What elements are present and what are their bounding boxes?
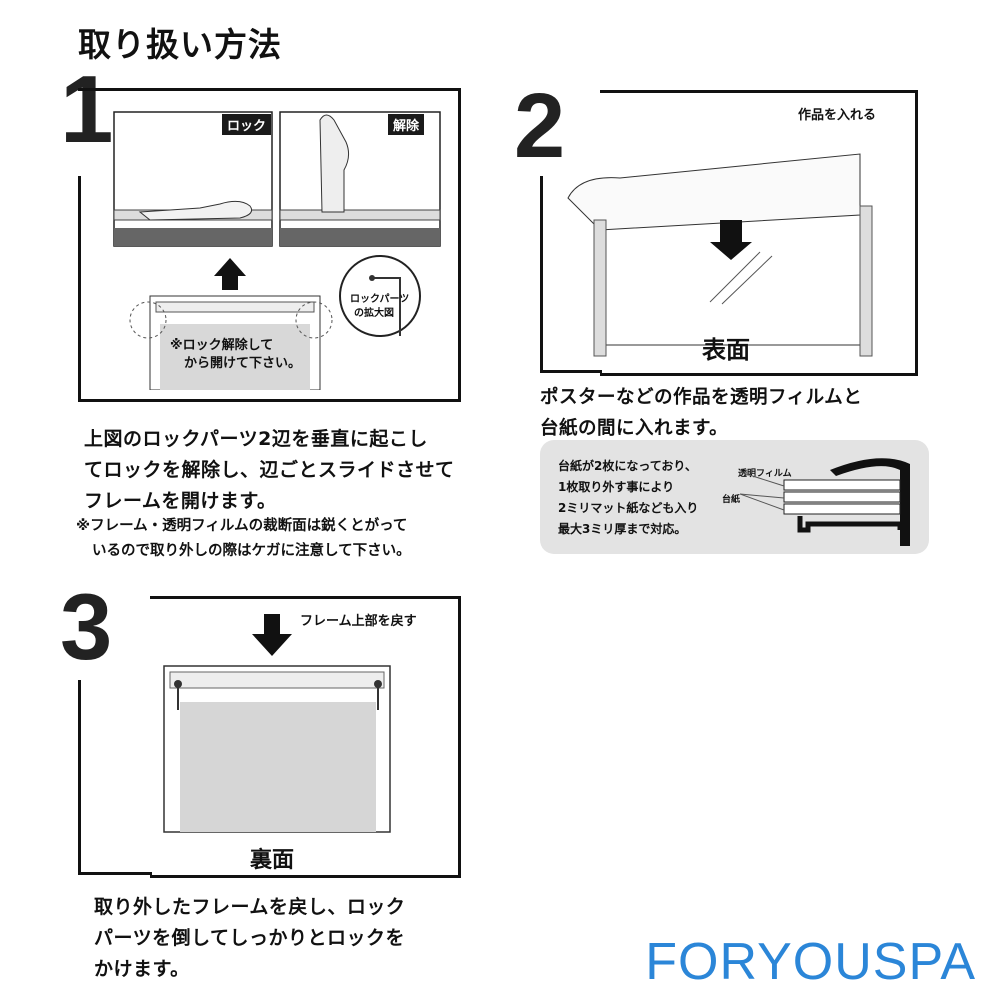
step-3-panel xyxy=(150,596,461,878)
down-arrow-icon xyxy=(710,220,752,260)
return-label: フレーム上部を戻す xyxy=(300,614,417,629)
front-label: 表面 xyxy=(702,336,750,364)
step-1-note: ※フレーム・透明フィルムの裁断面は鋭くとがって いるので取り外しの際はケガに注意… xyxy=(76,518,411,559)
step-1-panel xyxy=(78,88,461,402)
step-2-description: ポスターなどの作品を透明フィルムと 台紙の間に入れます。 xyxy=(540,387,863,439)
step-2-illustration xyxy=(567,153,873,357)
zoom-label-1: ロックパーツ xyxy=(350,294,410,305)
cross-section-illustration xyxy=(740,458,910,546)
up-arrow-icon xyxy=(214,258,246,290)
step-3-description: 取り外したフレームを戻し、ロック パーツを倒してしっかりとロックを かけます。 xyxy=(94,896,406,980)
film-label: 透明フィルム xyxy=(738,469,792,479)
frame-sketch xyxy=(129,295,333,390)
info-box-text: 台紙が2枚になっており、 1枚取り外す事により 2ミリマット紙なども入り 最大3… xyxy=(558,459,699,536)
lock-tag: ロック xyxy=(222,114,272,135)
unlock-detail xyxy=(279,111,441,247)
page-title: 取り扱い方法 xyxy=(78,25,282,64)
step-1-description: 上図のロックパーツ2辺を垂直に起こし てロックを解除し、辺ごとスライドさせて フ… xyxy=(84,428,455,512)
unlock-hint-2: から開けて下さい。 xyxy=(184,356,302,371)
step-1-number: 1 xyxy=(60,56,114,163)
insert-label: 作品を入れる xyxy=(798,108,877,123)
step-1-illustration xyxy=(113,111,441,390)
step-3-illustration xyxy=(163,614,391,833)
down-arrow-icon xyxy=(252,614,292,656)
back-label: 裏面 xyxy=(250,848,295,873)
unlock-tag: 解除 xyxy=(388,114,425,135)
unlock-hint-1: ※ロック解除して xyxy=(170,338,274,353)
step-2-panel xyxy=(600,90,918,376)
watermark: FORYOUSPA xyxy=(645,933,976,991)
board-label: 台紙 xyxy=(722,495,741,505)
step-3-number: 3 xyxy=(60,574,113,679)
zoom-label-2: の拡大図 xyxy=(354,308,394,319)
zoom-circle xyxy=(339,255,421,337)
step-2-number: 2 xyxy=(514,75,566,177)
